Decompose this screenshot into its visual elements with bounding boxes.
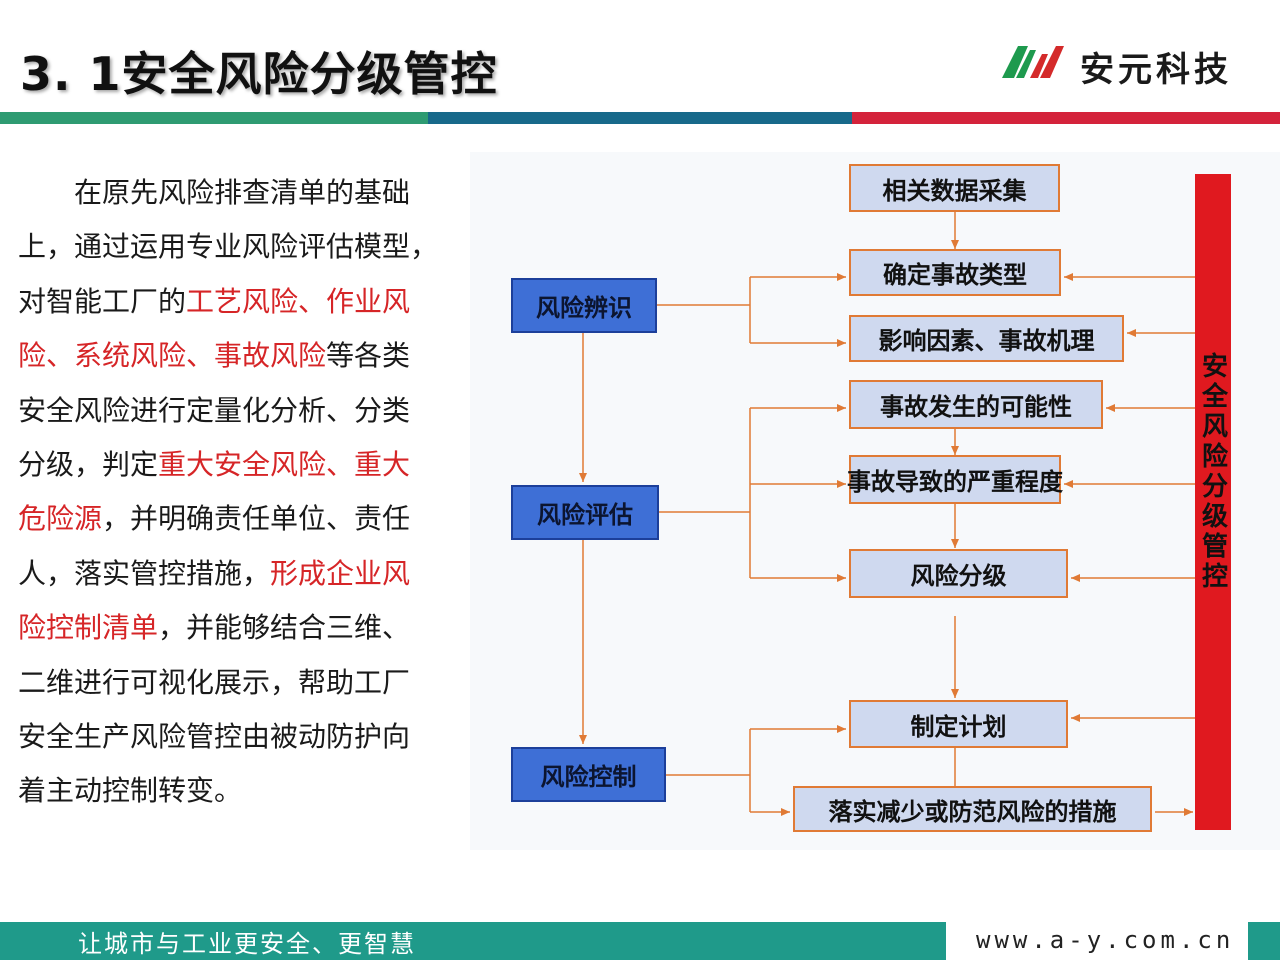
paragraph-line: 人，落实管控措施，形成企业风 <box>18 547 468 601</box>
paragraph-text: 等各类 <box>326 339 411 373</box>
paragraph-line: 险、系统风险、事故风险等各类 <box>18 329 468 383</box>
footer-bar-left <box>0 922 946 960</box>
paragraph-line: 险控制清单，并能够结合三维、 <box>18 601 468 655</box>
paragraph-text: 着主动控制转变。 <box>18 774 243 808</box>
paragraph-line: 在原先风险排查清单的基础 <box>18 166 468 220</box>
paragraph-line: 着主动控制转变。 <box>18 764 468 818</box>
side-bar-label: 安全风险分级管控 <box>1197 352 1228 592</box>
highlighted-text: 险、系统风险、事故风险 <box>18 339 327 373</box>
paragraph-line: 对智能工厂的工艺风险、作业风 <box>18 275 468 329</box>
node-risk-control: 风险控制 <box>511 747 666 802</box>
header-stripe-red <box>852 112 1280 124</box>
paragraph-line: 危险源，并明确责任单位、责任 <box>18 492 468 546</box>
footer-bar-right <box>1248 922 1280 960</box>
paragraph-text: 对智能工厂的 <box>18 284 187 318</box>
node-influence-factors: 影响因素、事故机理 <box>849 315 1124 362</box>
paragraph-text: ，并能够结合三维、 <box>158 611 411 645</box>
paragraph-line: 分级，判定重大安全风险、重大 <box>18 438 468 492</box>
paragraph-line: 安全生产风险管控由被动防护向 <box>18 710 468 764</box>
description-paragraph: 在原先风险排查清单的基础上，通过运用专业风险评估模型， 对智能工厂的工艺风险、作业… <box>18 166 468 819</box>
company-logo-icon <box>1002 46 1064 78</box>
node-make-plan: 制定计划 <box>849 700 1068 748</box>
footer-website: www.a-y.com.cn <box>976 926 1235 954</box>
header-stripe-teal <box>428 112 852 124</box>
highlighted-text: 工艺风险、作业风 <box>186 284 411 318</box>
page-title: 3. 1安全风险分级管控 <box>20 47 498 101</box>
node-risk-grading: 风险分级 <box>849 549 1068 598</box>
paragraph-text: 上，通过运用专业风险评估模型， <box>18 230 439 264</box>
paragraph-text: 在原先风险排查清单的基础 <box>18 176 411 209</box>
node-accident-probability: 事故发生的可能性 <box>849 380 1103 429</box>
highlighted-text: 重大安全风险、重大 <box>158 447 411 481</box>
highlighted-text: 险控制清单 <box>18 611 159 645</box>
paragraph-text: 人，落实管控措施， <box>18 556 271 590</box>
paragraph-text: 安全风险进行定量化分析、分类 <box>18 393 411 427</box>
footer-slogan: 让城市与工业更安全、更智慧 <box>78 930 416 958</box>
paragraph-text: 二维进行可视化展示，帮助工厂 <box>18 665 411 699</box>
side-bar-graded-control: 安全风险分级管控 <box>1195 174 1231 830</box>
node-implement-measures: 落实减少或防范风险的措施 <box>793 786 1152 832</box>
paragraph-line: 二维进行可视化展示，帮助工厂 <box>18 656 468 710</box>
company-logo-text: 安元科技 <box>1080 50 1232 90</box>
node-risk-assessment: 风险评估 <box>511 485 659 540</box>
highlighted-text: 危险源 <box>18 502 103 536</box>
paragraph-text: ，并明确责任单位、责任 <box>102 502 411 536</box>
node-data-collection: 相关数据采集 <box>849 164 1060 212</box>
paragraph-text: 安全生产风险管控由被动防护向 <box>18 719 411 753</box>
node-accident-type: 确定事故类型 <box>849 249 1061 296</box>
paragraph-line: 上，通过运用专业风险评估模型， <box>18 220 468 274</box>
highlighted-text: 形成企业风 <box>270 556 411 590</box>
header-stripe-green <box>0 112 428 124</box>
paragraph-line: 安全风险进行定量化分析、分类 <box>18 384 468 438</box>
node-risk-identification: 风险辨识 <box>511 278 657 333</box>
node-accident-severity: 事故导致的严重程度 <box>847 455 1063 504</box>
paragraph-text: 分级，判定 <box>18 447 159 481</box>
